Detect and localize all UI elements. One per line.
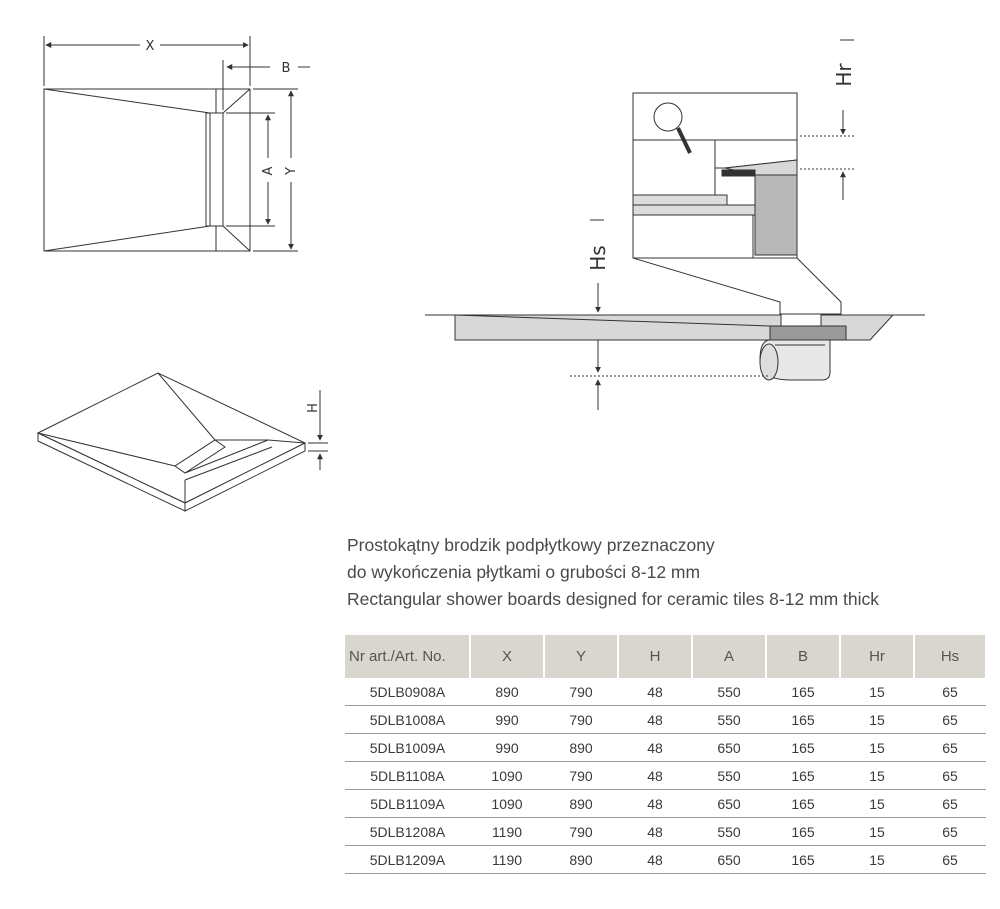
label-x: X bbox=[146, 39, 155, 54]
label-b: B bbox=[282, 61, 291, 76]
cell-value: 65 bbox=[914, 789, 986, 818]
cell-value: 550 bbox=[692, 817, 766, 846]
header-hr: Hr bbox=[840, 635, 915, 678]
cell-value: 990 bbox=[470, 733, 544, 762]
cell-art-no: 5DLB1009A bbox=[345, 733, 470, 762]
cell-value: 165 bbox=[766, 845, 840, 874]
cell-value: 790 bbox=[544, 817, 618, 846]
cell-value: 990 bbox=[470, 705, 544, 734]
cell-value: 550 bbox=[692, 761, 766, 790]
header-h: H bbox=[618, 635, 693, 678]
cell-value: 15 bbox=[840, 817, 914, 846]
cell-value: 15 bbox=[840, 845, 914, 874]
header-x: X bbox=[470, 635, 545, 678]
cell-value: 48 bbox=[618, 733, 692, 762]
cell-value: 165 bbox=[766, 761, 840, 790]
cell-value: 15 bbox=[840, 789, 914, 818]
label-hs: Hs bbox=[586, 245, 610, 270]
header-b: B bbox=[766, 635, 841, 678]
cell-value: 15 bbox=[840, 678, 914, 706]
description-line-3: Rectangular shower boards designed for c… bbox=[347, 589, 880, 609]
cell-value: 65 bbox=[914, 705, 986, 734]
cell-art-no: 5DLB1109A bbox=[345, 789, 470, 818]
cell-value: 65 bbox=[914, 733, 986, 762]
cell-value: 650 bbox=[692, 733, 766, 762]
cell-value: 1090 bbox=[470, 789, 544, 818]
cell-value: 790 bbox=[544, 678, 618, 706]
header-y: Y bbox=[544, 635, 619, 678]
cell-value: 48 bbox=[618, 678, 692, 706]
top-view bbox=[43, 36, 310, 252]
cell-value: 48 bbox=[618, 705, 692, 734]
cell-art-no: 5DLB1008A bbox=[345, 705, 470, 734]
header-a: A bbox=[692, 635, 767, 678]
table-header-row: Nr art./Art. No. X Y H A B Hr Hs bbox=[345, 635, 987, 678]
label-h: H bbox=[306, 403, 321, 413]
cell-value: 15 bbox=[840, 705, 914, 734]
cell-value: 890 bbox=[544, 733, 618, 762]
cell-value: 65 bbox=[914, 761, 986, 790]
cell-art-no: 5DLB1208A bbox=[345, 817, 470, 846]
cell-value: 1190 bbox=[470, 845, 544, 874]
cell-value: 15 bbox=[840, 733, 914, 762]
cell-value: 790 bbox=[544, 761, 618, 790]
cell-value: 1090 bbox=[470, 761, 544, 790]
cell-value: 890 bbox=[470, 678, 544, 706]
cell-value: 48 bbox=[618, 761, 692, 790]
cell-value: 65 bbox=[914, 817, 986, 846]
cell-value: 15 bbox=[840, 761, 914, 790]
cell-value: 48 bbox=[618, 817, 692, 846]
cell-value: 165 bbox=[766, 789, 840, 818]
dimensions-table: Nr art./Art. No. X Y H A B Hr Hs 5DLB090… bbox=[345, 635, 987, 874]
cell-value: 165 bbox=[766, 705, 840, 734]
cell-value: 650 bbox=[692, 845, 766, 874]
cell-value: 48 bbox=[618, 789, 692, 818]
label-y: Y bbox=[284, 167, 299, 176]
description-line-2: do wykończenia płytkami o grubości 8-12 … bbox=[347, 562, 701, 582]
header-art-no: Nr art./Art. No. bbox=[345, 635, 471, 678]
cell-art-no: 5DLB0908A bbox=[345, 678, 470, 706]
isometric-view bbox=[36, 372, 328, 512]
label-a: A bbox=[261, 166, 276, 175]
cell-art-no: 5DLB1108A bbox=[345, 761, 470, 790]
product-description: Prostokątny brodzik podpłytkowy przeznac… bbox=[347, 532, 987, 613]
label-hr: Hr bbox=[832, 63, 856, 87]
cell-value: 165 bbox=[766, 733, 840, 762]
cell-value: 165 bbox=[766, 678, 840, 706]
cell-art-no: 5DLB1209A bbox=[345, 845, 470, 874]
cell-value: 1190 bbox=[470, 817, 544, 846]
cell-value: 790 bbox=[544, 705, 618, 734]
cell-value: 550 bbox=[692, 678, 766, 706]
cell-value: 48 bbox=[618, 845, 692, 874]
cell-value: 550 bbox=[692, 705, 766, 734]
cell-value: 890 bbox=[544, 789, 618, 818]
header-hs: Hs bbox=[914, 635, 987, 678]
cell-value: 65 bbox=[914, 845, 986, 874]
cell-value: 165 bbox=[766, 817, 840, 846]
cell-value: 65 bbox=[914, 678, 986, 706]
description-line-1: Prostokątny brodzik podpłytkowy przeznac… bbox=[347, 535, 715, 555]
cell-value: 890 bbox=[544, 845, 618, 874]
cell-value: 650 bbox=[692, 789, 766, 818]
cross-section-view bbox=[425, 39, 925, 410]
